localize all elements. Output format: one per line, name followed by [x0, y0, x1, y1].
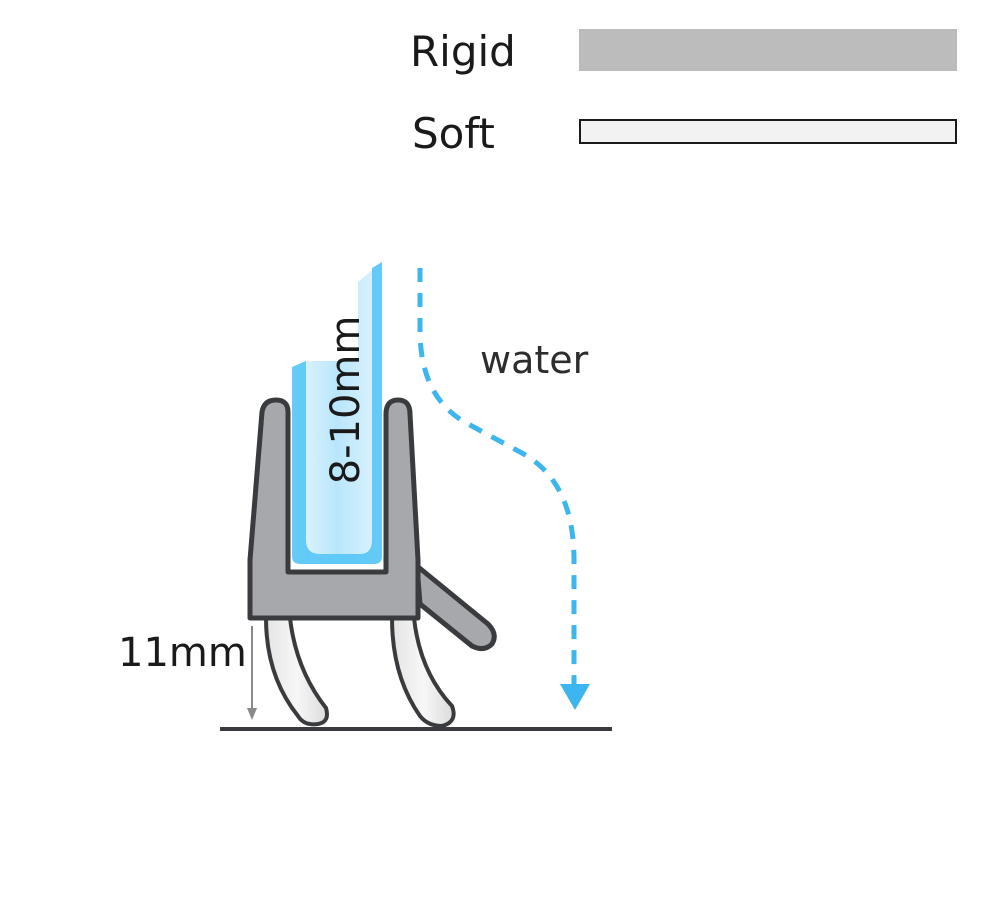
legend-soft-label: Soft: [412, 109, 495, 158]
glass-thickness-label: 8-10mm: [323, 316, 369, 485]
soft-legs: [264, 616, 456, 728]
seal-height-label: 11mm: [118, 630, 247, 676]
legend-soft-swatch: [579, 119, 957, 144]
water-flow: water: [417, 268, 590, 710]
legend-rigid-swatch: [579, 29, 957, 71]
water-flow-path: [417, 268, 577, 684]
height-dimension: 11mm: [118, 626, 257, 720]
water-label: water: [480, 338, 589, 382]
legend: Rigid Soft: [410, 27, 957, 158]
glass-panel: [292, 262, 382, 564]
soft-fin: [414, 563, 497, 652]
rigid-profile: [247, 397, 421, 621]
water-arrow-head: [560, 684, 590, 710]
legend-rigid-label: Rigid: [410, 27, 516, 76]
